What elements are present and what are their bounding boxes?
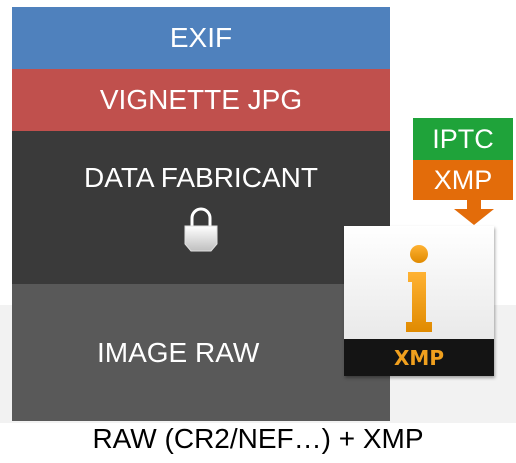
maker-data-label: DATA FABRICANT [84,162,318,193]
vignette-label: VIGNETTE JPG [99,84,303,115]
exif-block: EXIF [12,7,390,69]
iptc-tag: IPTC [413,118,513,160]
xmp-tag: XMP [413,160,513,200]
file-icon-bar: XMP [344,339,494,376]
vignette-block: VIGNETTE JPG [12,69,390,131]
exif-label: EXIF [169,22,233,53]
raw-image-block: IMAGE RAW [12,284,390,421]
file-icon-label: XMP [394,345,444,370]
xmp-file-icon: XMP [344,226,494,376]
lock-icon [184,207,218,252]
info-icon [406,245,432,332]
iptc-label: IPTC [432,123,494,154]
raw-image-label: IMAGE RAW [97,336,260,368]
caption: RAW (CR2/NEF…) + XMP [92,423,424,454]
xmp-tag-label: XMP [433,164,493,195]
maker-data-block: DATA FABRICANT [12,131,390,284]
down-arrow-icon [454,198,494,225]
file-icon-body [344,226,494,339]
